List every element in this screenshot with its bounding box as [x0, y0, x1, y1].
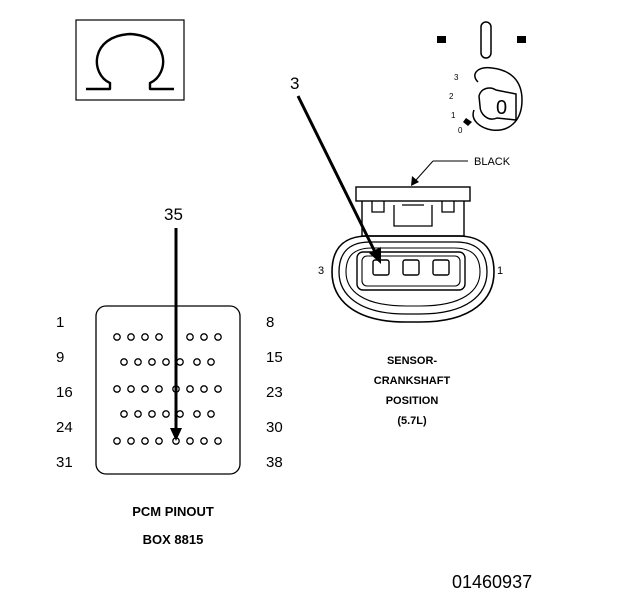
pin-label-9: 9 [56, 349, 64, 366]
pcm-probe-arrow: 35 [164, 205, 183, 441]
pcm-pin-hole [141, 333, 149, 341]
pcm-pin-hole [134, 358, 142, 366]
pcm-pin-holes [113, 333, 222, 445]
pcm-pin-hole [127, 333, 135, 341]
pcm-pin-hole [155, 437, 163, 445]
pcm-callout-number: 35 [164, 205, 183, 224]
connector-pin-left-label: 3 [318, 265, 324, 277]
pcm-pin-hole [155, 333, 163, 341]
pcm-pin-hole [155, 385, 163, 393]
pcm-pin-hole [200, 333, 208, 341]
on-indicator [517, 36, 526, 43]
connector-color-label: BLACK [474, 156, 511, 168]
pcm-pin-hole [176, 358, 184, 366]
pin-label-38: 38 [266, 454, 283, 471]
sensor-probe-arrow: 3 [290, 74, 381, 264]
cavity-1 [432, 259, 450, 276]
pcm-pin-hole [127, 385, 135, 393]
pcm-caption-line2: BOX 8815 [143, 532, 204, 547]
pcm-pin-hole [148, 410, 156, 418]
sensor-caption-line1: SENSOR- [387, 355, 437, 367]
pcm-pin-hole [186, 385, 194, 393]
pcm-pin-hole [134, 410, 142, 418]
pcm-caption: PCM PINOUT BOX 8815 [132, 504, 214, 547]
sensor-caption-line4: (5.7L) [397, 415, 427, 427]
connector-pin-right-label: 1 [497, 265, 503, 277]
ignition-position-1: 1 [451, 111, 456, 120]
pin-label-31: 31 [56, 454, 73, 471]
sensor-callout-number: 3 [290, 74, 299, 93]
pin-label-16: 16 [56, 384, 73, 401]
key-position-marker [463, 118, 472, 126]
pcm-pin-hole [186, 333, 194, 341]
pcm-pin-hole [113, 385, 121, 393]
pcm-pin-hole [120, 358, 128, 366]
pin-label-23: 23 [266, 384, 283, 401]
pin-label-15: 15 [266, 349, 283, 366]
pcm-pin-hole [207, 358, 215, 366]
pcm-connector: 1 8 9 15 16 23 24 30 31 38 [56, 305, 283, 475]
pcm-pin-hole [214, 437, 222, 445]
cavity-2 [402, 259, 420, 276]
ohmmeter-icon [75, 19, 185, 101]
key-icon [478, 87, 517, 121]
pcm-pin-hole [141, 437, 149, 445]
pcm-pin-hole [162, 358, 170, 366]
pin-label-24: 24 [56, 419, 73, 436]
pcm-pin-hole [200, 437, 208, 445]
document-number: 01460937 [452, 572, 532, 592]
ignition-switch-icon: 3 2 1 0 0 [437, 21, 526, 135]
pcm-pin-hole [113, 437, 121, 445]
sensor-caption-line2: CRANKSHAFT [374, 375, 451, 387]
pcm-pin-hole [193, 358, 201, 366]
pin-label-1: 1 [56, 314, 64, 331]
pcm-caption-line1: PCM PINOUT [132, 504, 214, 519]
ignition-position-3: 3 [454, 73, 459, 82]
pcm-pin-hole [200, 385, 208, 393]
pin-label-8: 8 [266, 314, 274, 331]
pcm-pin-hole [148, 358, 156, 366]
pcm-pin-hole [127, 437, 135, 445]
pcm-pin-hole [113, 333, 121, 341]
ignition-position-2: 2 [449, 92, 454, 101]
pcm-pin-hole [193, 410, 201, 418]
pcm-pin-hole [176, 410, 184, 418]
pcm-pin-hole [214, 385, 222, 393]
pcm-pin-hole [207, 410, 215, 418]
pin-label-30: 30 [266, 419, 283, 436]
key-slot-icon [480, 21, 492, 59]
crankshaft-sensor-connector: BLACK 3 1 [318, 156, 511, 323]
pcm-pin-hole [214, 333, 222, 341]
sensor-caption-line3: POSITION [386, 395, 439, 407]
pcm-pin-hole [186, 437, 194, 445]
pcm-pin-hole [141, 385, 149, 393]
pcm-pin-hole [120, 410, 128, 418]
key-label: 0 [496, 97, 507, 119]
off-indicator [437, 36, 446, 43]
ignition-position-0: 0 [458, 126, 463, 135]
sensor-caption: SENSOR- CRANKSHAFT POSITION (5.7L) [374, 355, 451, 427]
pcm-pin-hole [162, 410, 170, 418]
